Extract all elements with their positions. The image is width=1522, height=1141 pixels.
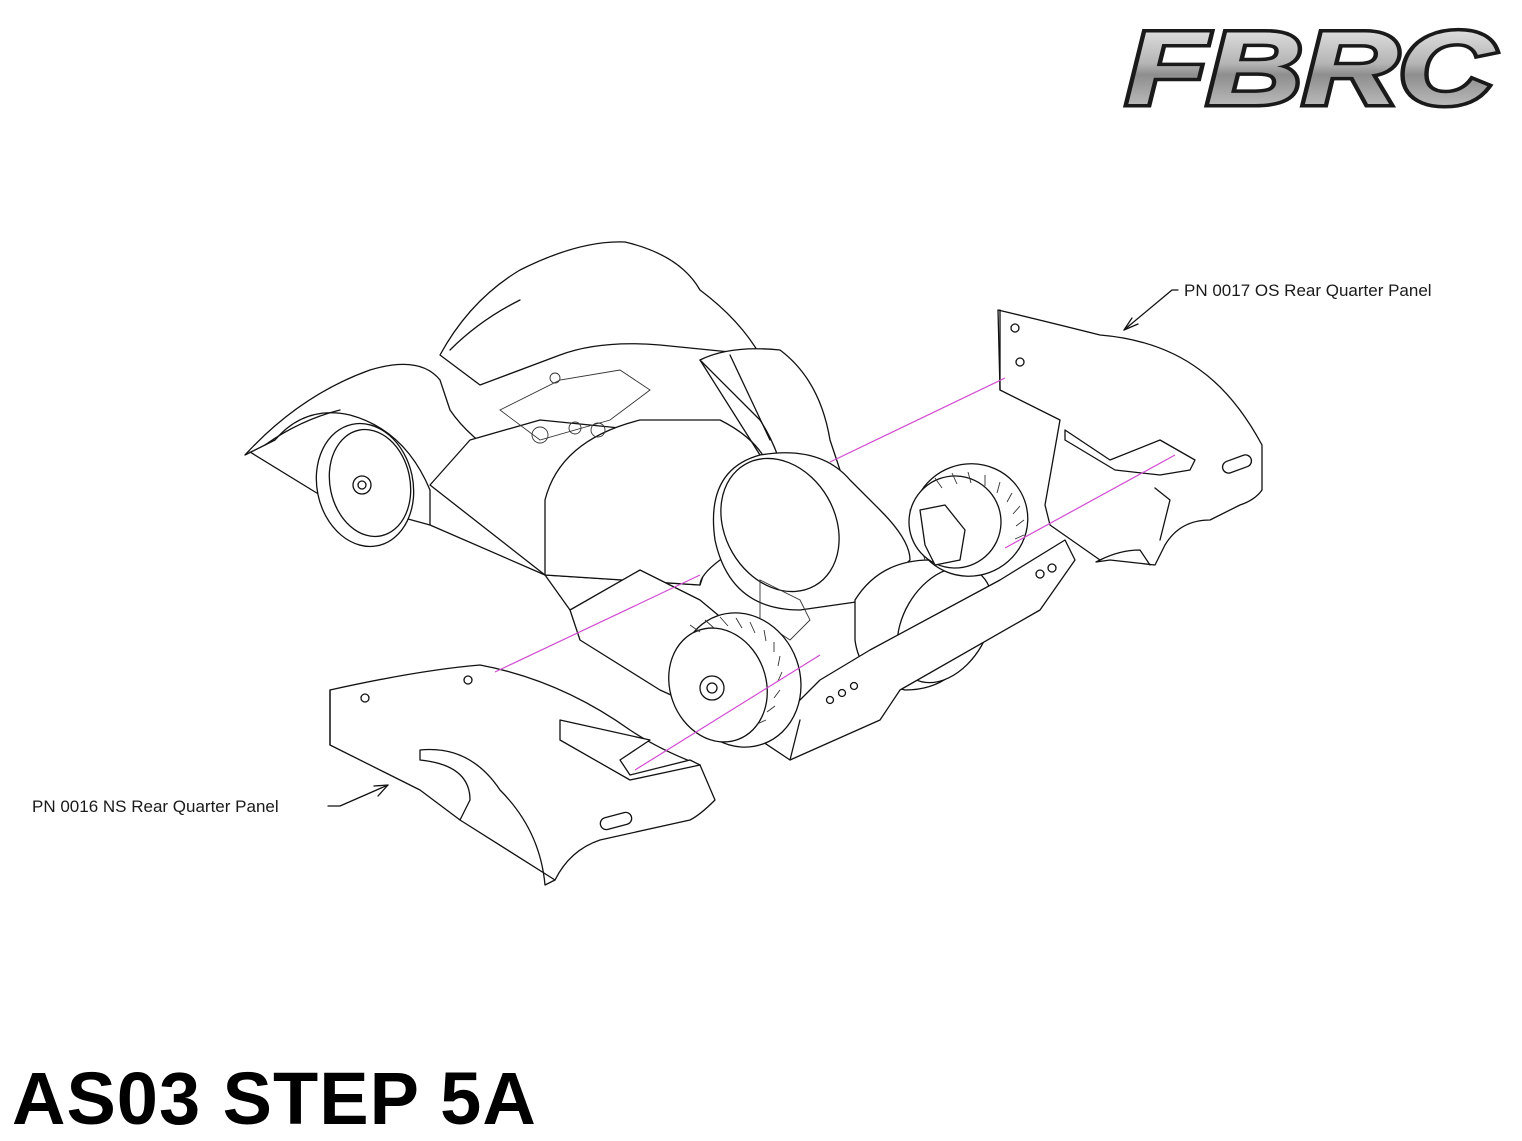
- front-wheel: [315, 422, 415, 548]
- logo-text: FBRC: [1126, 18, 1496, 116]
- callout-leaders: [327, 289, 1179, 807]
- rear-right-wheel: [908, 463, 1029, 577]
- ns-panel-callout: PN 0016 NS Rear Quarter Panel: [32, 797, 279, 816]
- os-rear-quarter-panel: [997, 309, 1263, 566]
- rear-left-wheel: [668, 612, 802, 748]
- ns-rear-quarter-panel: [329, 664, 716, 886]
- fbrc-logo: FBRC: [1123, 18, 1500, 116]
- car-body: [244, 241, 1076, 761]
- os-panel-callout: PN 0017 OS Rear Quarter Panel: [1184, 281, 1432, 300]
- step-title: AS03 STEP 5A: [12, 1057, 537, 1140]
- alignment-guides: [494, 377, 1176, 771]
